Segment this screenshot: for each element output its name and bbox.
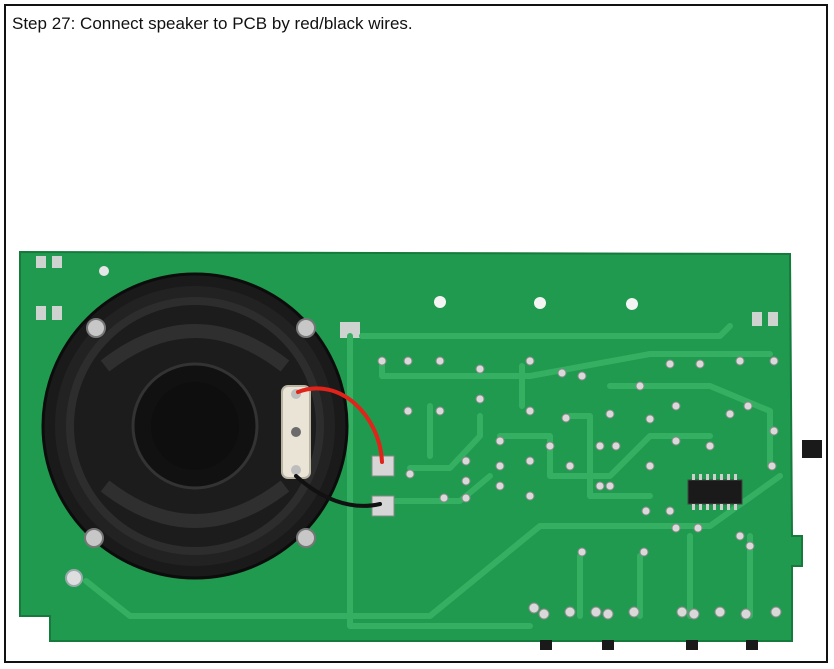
black-wire	[294, 474, 382, 508]
speaker-nut	[296, 528, 316, 548]
speaker-nut	[86, 318, 106, 338]
speaker	[41, 272, 349, 580]
corner-pad	[340, 322, 360, 338]
red-wire	[296, 386, 384, 464]
mount-hole	[534, 297, 546, 309]
mount-hole	[65, 569, 83, 587]
mount-hole	[434, 296, 446, 308]
corner-pad	[36, 256, 46, 268]
mount-hole	[99, 266, 109, 276]
corner-pad	[752, 312, 762, 326]
corner-pad	[52, 306, 62, 320]
ic-chip	[687, 474, 743, 510]
mount-hole	[626, 298, 638, 310]
speaker-nut	[84, 528, 104, 548]
bottom-buttons	[540, 640, 758, 650]
speaker-nut	[296, 318, 316, 338]
pcb-traces	[83, 323, 783, 629]
step-caption: Step 27: Connect speaker to PCB by red/b…	[12, 14, 413, 33]
step-frame: Step 27: Connect speaker to PCB by red/b…	[4, 4, 828, 663]
corner-pad	[36, 306, 46, 320]
solder-joints	[377, 356, 782, 620]
pcb-photo	[19, 250, 822, 650]
slide-switch	[802, 440, 822, 458]
corner-pad	[52, 256, 62, 268]
corner-pad	[768, 312, 778, 326]
